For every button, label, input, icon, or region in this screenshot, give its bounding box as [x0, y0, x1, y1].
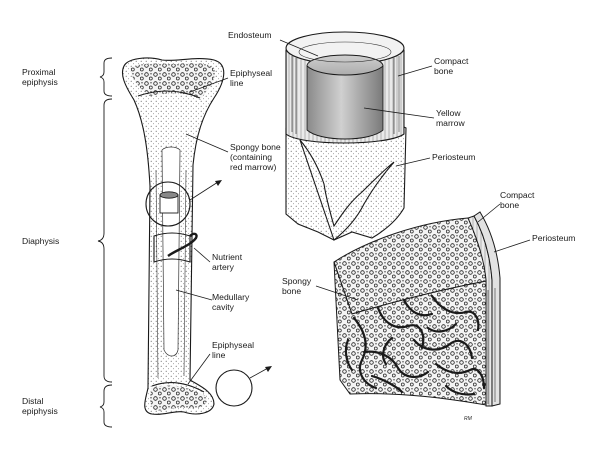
- label-proximal-epiphysis: Proximal epiphysis: [22, 67, 58, 87]
- leader-compact-bone-block: [477, 203, 501, 223]
- label-diaphysis: Diaphysis: [22, 236, 59, 246]
- epiphyseal-line-bottom-mark: [151, 382, 205, 393]
- leader-spongy-bone-block: [315, 285, 359, 301]
- diaphysis-brace: [97, 98, 113, 383]
- label-nutrient-artery: Nutrient artery: [212, 252, 244, 272]
- label-epiphyseal-line-top: Epiphyseal line: [230, 68, 274, 88]
- shaft-band: [153, 232, 191, 263]
- wall-lamellae: [291, 56, 400, 134]
- label-distal-epiphysis: Distal epiphysis: [22, 396, 58, 416]
- distal-spongy: [150, 385, 207, 411]
- leader-epiphyseal-line-bottom: [187, 353, 211, 385]
- distal-brace: [99, 384, 113, 428]
- spongy-detail-arrow: [249, 367, 269, 379]
- shaft-detail-arrow: [189, 181, 219, 201]
- label-endosteum: Endosteum: [228, 30, 271, 40]
- shaft-edge-right: [183, 169, 187, 377]
- distal-magnifier-circle: [215, 369, 253, 407]
- spongy-band-lamellae: [487, 288, 496, 404]
- long-bone: [121, 57, 272, 415]
- shaft-edge-left: [155, 169, 159, 379]
- shaft-detail-arrowhead: [215, 180, 222, 186]
- artist-signature: RM: [464, 416, 473, 422]
- trabecular-network: [344, 294, 486, 396]
- leader-periosteum-shaft: [395, 157, 431, 167]
- spongy-detail-arrowhead: [265, 366, 272, 372]
- leader-compact-bone-shaft: [397, 65, 433, 77]
- endosteum-rim: [298, 41, 392, 63]
- leader-nutrient-artery: [193, 247, 211, 263]
- leader-medullary-cavity: [175, 289, 213, 301]
- label-compact-bone-block: Compact bone: [500, 190, 537, 210]
- label-compact-bone-shaft: Compact bone: [434, 56, 471, 76]
- yellow-marrow-cylinder: [306, 64, 384, 140]
- label-medullary-cavity: Medullary cavity: [212, 292, 252, 312]
- leader-endosteum: [279, 39, 319, 57]
- nutrient-artery-vessel: [167, 232, 198, 257]
- label-yellow-marrow: Yellow marrow: [436, 108, 465, 128]
- leader-spongy-bone-red: [185, 133, 229, 153]
- epiphyseal-line-top-mark: [137, 90, 201, 99]
- leader-lines: [175, 39, 531, 385]
- proximal-brace: [99, 57, 113, 97]
- label-periosteum-block: Periosteum: [532, 233, 575, 243]
- labels: Proximal epiphysis Diaphysis Distal epip…: [22, 30, 575, 416]
- section-braces: [97, 57, 113, 428]
- label-spongy-bone-red: Spongy bone (containing red marrow): [230, 142, 283, 172]
- proximal-spongy-neck: [142, 97, 198, 160]
- shaft-cut-top: [159, 191, 179, 199]
- shaft-cross-section: [285, 31, 407, 241]
- label-spongy-bone-block: Spongy bone: [282, 276, 314, 296]
- leader-yellow-marrow: [363, 107, 435, 119]
- shaft-magnifier-circle: [145, 181, 191, 227]
- leader-periosteum-block: [493, 239, 531, 253]
- label-epiphyseal-line-bottom: Epiphyseal line: [212, 340, 256, 360]
- label-periosteum-shaft: Periosteum: [432, 152, 475, 162]
- leader-epiphyseal-line-top: [189, 77, 229, 93]
- periosteum-peel-edge: [299, 139, 395, 241]
- spongy-periosteum-band: [473, 211, 501, 407]
- spongy-bone-block: RM: [333, 211, 501, 422]
